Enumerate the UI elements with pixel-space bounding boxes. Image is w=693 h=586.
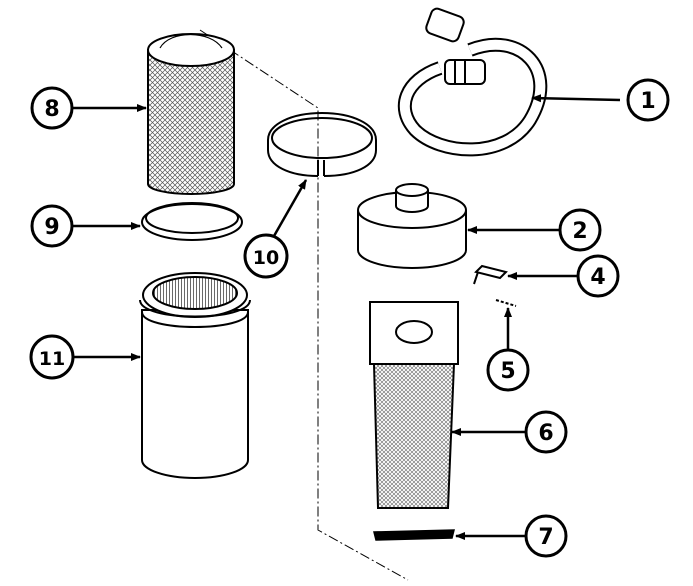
bag-filter-part: [369, 301, 459, 509]
clip-part: [473, 264, 508, 285]
pin-part: [495, 299, 517, 307]
strip-part: [373, 529, 455, 541]
callout-label: 1: [640, 89, 655, 114]
callout-8: 8: [30, 86, 74, 130]
split-ring-part: [267, 111, 377, 177]
leader-arrows: [72, 94, 621, 540]
callout-10: 10: [243, 233, 289, 279]
housing-part: [139, 272, 251, 479]
callout-label: 11: [39, 348, 65, 370]
hose-part: [397, 7, 548, 157]
cap-part: [357, 183, 467, 269]
callout-label: 8: [44, 97, 59, 122]
callout-11: 11: [29, 334, 75, 380]
leader-arrow-1: [531, 94, 621, 103]
callout-label: 9: [44, 215, 59, 240]
callout-7: 7: [524, 514, 568, 558]
callout-label: 4: [590, 265, 605, 290]
mesh-cylinder-part: [147, 33, 235, 195]
assembly-dashed-line: [199, 29, 409, 581]
callout-5: 5: [486, 348, 530, 392]
o-ring-part: [141, 202, 243, 241]
callout-9: 9: [30, 204, 74, 248]
callout-1: 1: [626, 78, 670, 122]
callout-2: 2: [558, 208, 602, 252]
callout-label: 10: [253, 247, 279, 269]
callout-4: 4: [576, 254, 620, 298]
callout-label: 6: [538, 421, 553, 446]
callout-6: 6: [524, 410, 568, 454]
callout-label: 2: [572, 219, 587, 244]
callout-label: 7: [538, 525, 553, 550]
callout-label: 5: [500, 359, 515, 384]
leader-arrow-10: [272, 179, 308, 237]
